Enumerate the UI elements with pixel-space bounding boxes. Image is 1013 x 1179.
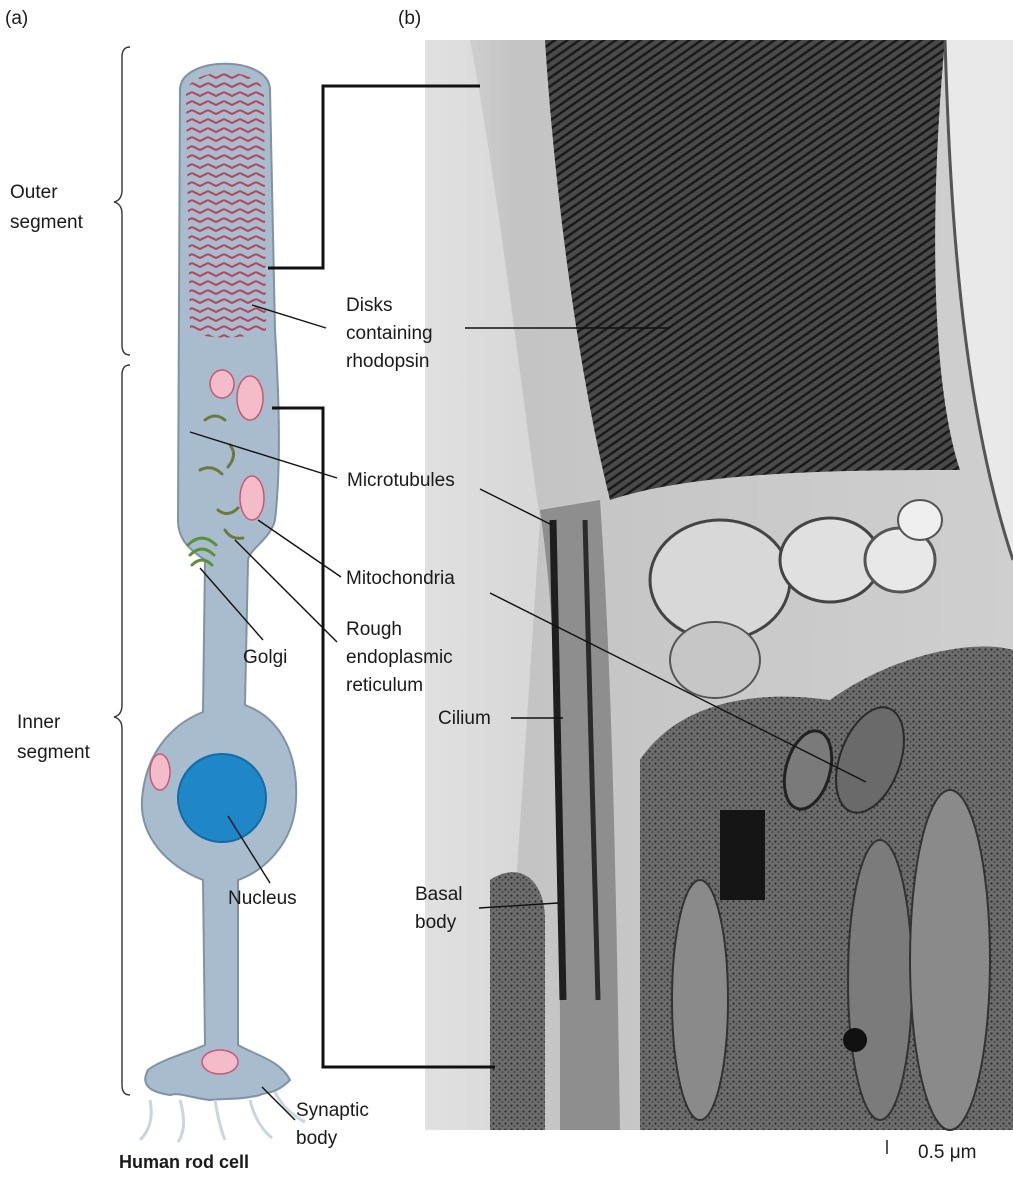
mitochondrion: [237, 376, 263, 420]
nucleus: [178, 754, 266, 842]
rod-cell-illustration: [140, 64, 305, 1142]
disks-label: Disks containing rhodopsin: [346, 295, 438, 372]
inner-segment-label: Inner segment: [17, 712, 91, 763]
mitochondrion: [240, 476, 264, 520]
inner-segment-brace: [114, 365, 130, 1095]
electron-micrograph: [425, 40, 1013, 1130]
mitochondrion: [150, 754, 170, 790]
panel-a-label: (a): [5, 8, 28, 29]
nucleus-label: Nucleus: [228, 888, 297, 909]
scale-bar-label: 0.5 μm: [918, 1142, 976, 1163]
microtubules-label: Microtubules: [347, 470, 455, 491]
outer-segment-brace: [114, 47, 130, 355]
synaptic-body-label: Synaptic body: [296, 1100, 374, 1149]
figure-caption: Human rod cell: [119, 1152, 249, 1172]
golgi-label: Golgi: [243, 647, 287, 668]
mitochondrion: [210, 370, 234, 398]
disk-region: [186, 73, 266, 338]
outer-segment-label: Outer segment: [10, 182, 84, 233]
mitochondrion: [202, 1050, 238, 1074]
panel-b-label: (b): [398, 8, 421, 29]
dark-granule: [720, 810, 765, 900]
cilium-label: Cilium: [438, 708, 491, 729]
mitochondria-label: Mitochondria: [346, 568, 455, 589]
disk-stack: [545, 40, 960, 500]
